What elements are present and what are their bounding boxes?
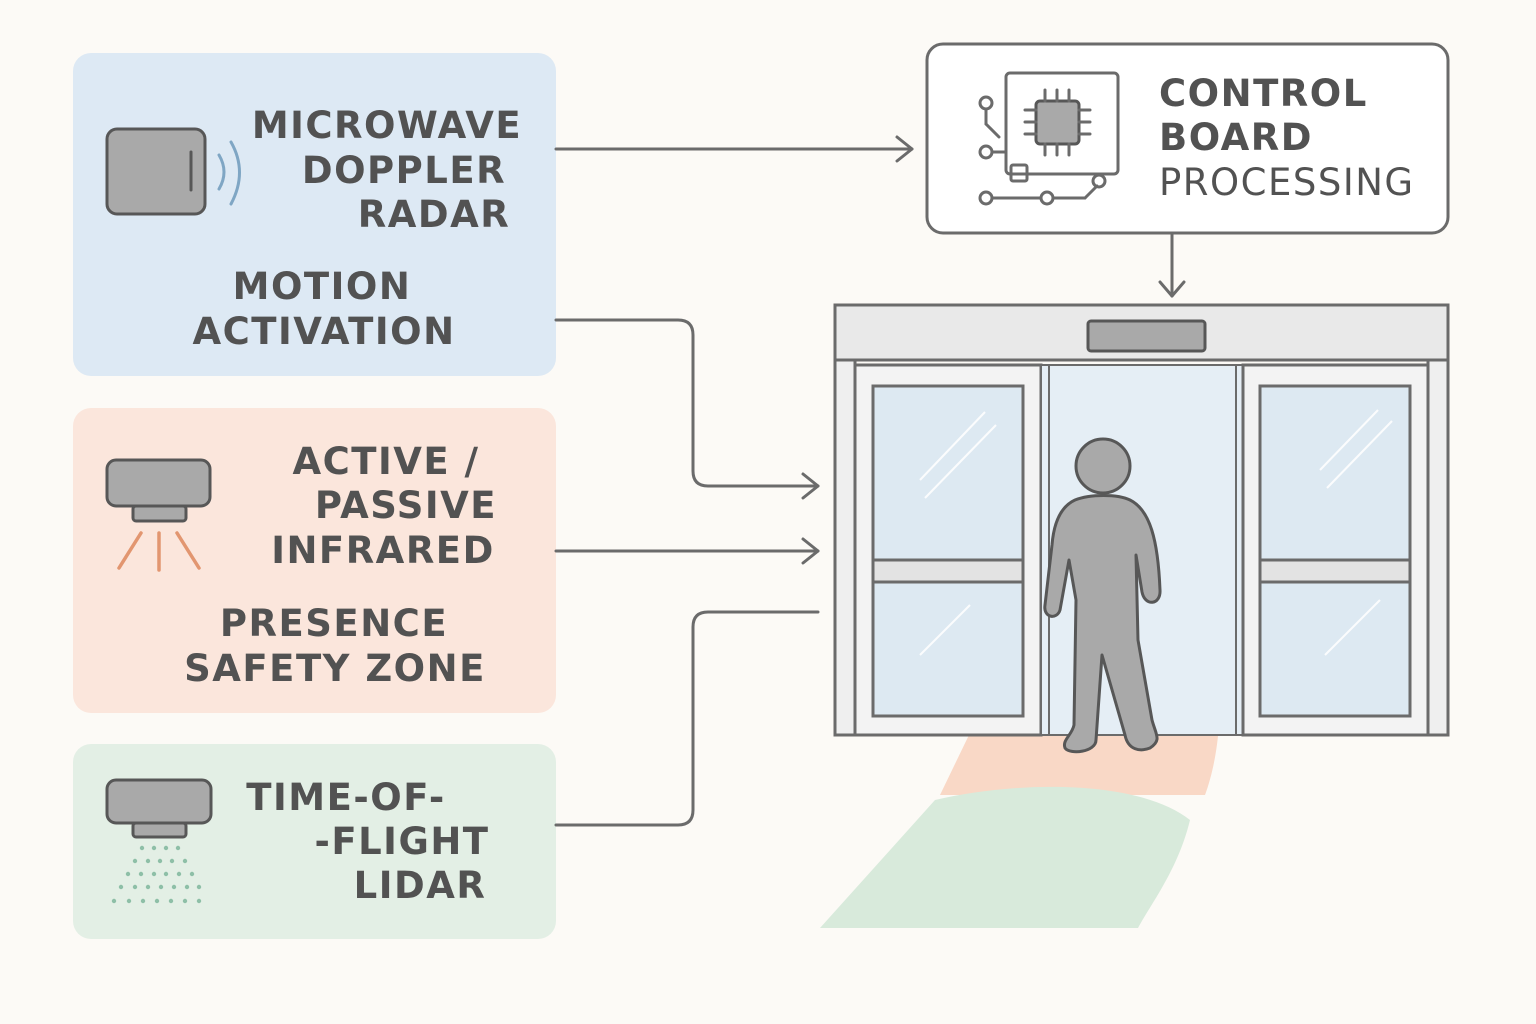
lidar-dot — [151, 845, 157, 851]
svg-text:PASSIVE: PASSIVE — [315, 484, 497, 527]
svg-text:ACTIVATION: ACTIVATION — [192, 310, 455, 353]
svg-text:MOTION: MOTION — [233, 265, 412, 308]
lidar-dot — [176, 871, 182, 877]
radar-sensor-icon — [105, 127, 241, 216]
glass-reflections — [919, 409, 1393, 656]
svg-text:SAFETY ZONE: SAFETY ZONE — [184, 647, 486, 690]
lidar-dot — [138, 871, 144, 877]
svg-text:PROCESSING: PROCESSING — [1159, 161, 1415, 204]
automatic-door — [833, 303, 1450, 737]
lidar-sensor-icon — [105, 778, 213, 904]
circuit-chip-icon — [978, 71, 1120, 206]
svg-text:INFRARED: INFRARED — [271, 529, 495, 572]
lidar-dot — [145, 858, 151, 864]
lidar-dot — [196, 884, 202, 890]
svg-text:DOPPLER: DOPPLER — [302, 149, 506, 192]
lidar-title: TIME-OF- -FLIGHT LIDAR — [246, 776, 489, 907]
door-header-sensor — [1086, 319, 1207, 353]
svg-text:ACTIVE /: ACTIVE / — [292, 440, 479, 483]
lidar-dot — [169, 858, 175, 864]
lidar-dot — [168, 898, 174, 904]
lidar-dot — [126, 898, 132, 904]
lidar-dot — [171, 884, 177, 890]
lidar-dot — [125, 871, 131, 877]
lidar-dot — [163, 845, 169, 851]
lidar-dot — [163, 871, 169, 877]
lidar-dot — [154, 898, 160, 904]
svg-text:RADAR: RADAR — [358, 193, 510, 236]
svg-text:CONTROL: CONTROL — [1159, 72, 1368, 115]
infrared-sensor-icon — [105, 458, 212, 572]
control-board-label: CONTROL BOARD PROCESSING — [1159, 72, 1415, 204]
lidar-dot — [184, 884, 190, 890]
lidar-detection-zone — [820, 786, 1190, 928]
svg-text:MICROWAVE: MICROWAVE — [252, 104, 522, 147]
lidar-dot — [118, 884, 124, 890]
infrared-function: PRESENCE SAFETY ZONE — [184, 602, 486, 690]
arrow-motion-to-door — [554, 318, 820, 488]
lidar-dot — [182, 858, 188, 864]
connectors — [554, 135, 1186, 827]
svg-text:PRESENCE: PRESENCE — [220, 602, 448, 645]
svg-text:TIME-OF-: TIME-OF- — [246, 776, 445, 819]
svg-text:-FLIGHT: -FLIGHT — [314, 820, 489, 863]
svg-text:LIDAR: LIDAR — [354, 864, 487, 907]
microwave-title: MICROWAVE DOPPLER RADAR — [252, 104, 522, 236]
lidar-dot — [182, 898, 188, 904]
line-lidar-to-door — [554, 610, 820, 827]
lidar-dot — [140, 898, 146, 904]
lidar-dot — [196, 898, 202, 904]
svg-text:BOARD: BOARD — [1159, 116, 1313, 159]
lidar-dot — [111, 898, 117, 904]
lidar-dot — [157, 858, 163, 864]
microwave-function: MOTION ACTIVATION — [192, 265, 455, 353]
lidar-dot — [175, 845, 181, 851]
lidar-dot — [158, 884, 164, 890]
lidar-dot — [132, 884, 138, 890]
lidar-dot — [145, 884, 151, 890]
lidar-dot — [139, 845, 145, 851]
person-walking-icon — [1043, 437, 1162, 754]
lidar-dot — [189, 871, 195, 877]
lidar-dot — [151, 871, 157, 877]
lidar-dot — [132, 858, 138, 864]
infrared-title: ACTIVE / PASSIVE INFRARED — [271, 440, 497, 572]
